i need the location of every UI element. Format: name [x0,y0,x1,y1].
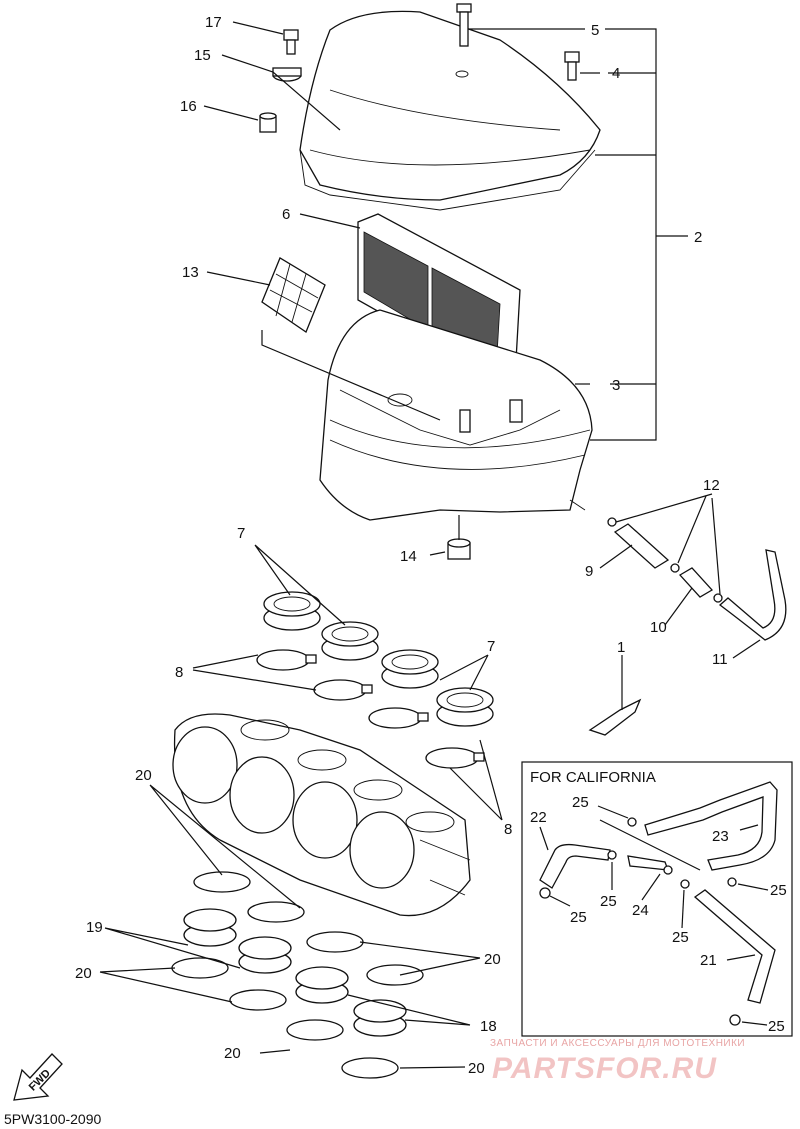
clamp-25-e [727,877,737,887]
callout-7-a: 7 [237,525,245,542]
carburetor-assembly [172,713,471,917]
joint-7-b [321,621,379,661]
california-box: FOR CALIFORNIA 25 22 23 25 25 [521,761,793,1037]
callout-20-b: 20 [75,965,92,982]
screw-4 [564,51,580,81]
callout-20-e: 20 [468,1060,485,1077]
callout-19: 19 [86,919,103,936]
part-13-foam [261,257,326,333]
callout-ca-22: 22 [530,809,547,826]
callout-1: 1 [617,639,625,656]
watermark-brand: PARTSFOR.RU [492,1052,717,1085]
california-box-title: FOR CALIFORNIA [530,769,656,786]
watermark-tagline: ЗАПЧАСТИ И АКСЕССУАРЫ ДЛЯ МОТОТЕХНИКИ [490,1038,745,1049]
clamp-25-b [607,850,617,860]
callout-7-b: 7 [487,638,495,655]
callout-ca-25-e: 25 [672,929,689,946]
callout-17: 17 [205,14,222,31]
fwd-arrow: FWD [13,1053,63,1101]
callout-16: 16 [180,98,197,115]
lower-clamps-20 [171,871,424,1079]
watermark: ЗАПЧАСТИ И АКСЕССУАРЫ ДЛЯ МОТОТЕХНИКИ PA… [490,1038,745,1085]
callout-15: 15 [194,47,211,64]
air-box-case-3 [319,309,593,521]
clamp-25-d [680,879,690,889]
callout-ca-25-f: 25 [768,1018,785,1035]
breather-hose-11 [718,549,787,641]
joint-7-d [436,687,494,727]
callout-ca-21: 21 [700,952,717,969]
carb-joint-19 [183,908,292,974]
callout-10: 10 [650,619,667,636]
callout-5: 5 [591,22,599,39]
callout-8-b: 8 [504,821,512,838]
clamp-25-c [539,887,551,899]
callout-ca-23: 23 [712,828,729,845]
callout-ca-24: 24 [632,902,649,919]
callout-numbers: 17 15 16 5 4 2 6 13 3 12 14 9 10 11 7 7 … [75,14,728,1077]
callout-ca-25-b: 25 [770,882,787,899]
callout-11: 11 [712,651,728,668]
callout-18: 18 [480,1018,497,1035]
clamp-25-a [627,817,637,827]
callout-ca-25-d: 25 [570,909,587,926]
callout-20-a: 20 [135,767,152,784]
diagram-code: 5PW3100-2090 [4,1111,102,1127]
air-box-cover [299,10,601,211]
clamp-25-f [729,1014,741,1026]
callout-13: 13 [182,264,199,281]
callout-14: 14 [400,548,417,565]
screw-17 [283,29,299,55]
callout-ca-25-c: 25 [600,893,617,910]
breather-hose-9 [613,523,670,569]
joint-7-a [263,591,321,631]
grommet-15 [272,67,302,82]
collar-16 [259,112,277,133]
bracket-1 [588,698,642,736]
leader-lines [99,21,761,1069]
callout-20-c: 20 [484,951,501,968]
callout-4: 4 [612,65,620,82]
callout-20-d: 20 [224,1045,241,1062]
carburetor-joint-7 [263,591,494,727]
callout-8-a: 8 [175,664,183,681]
callout-9: 9 [585,563,593,580]
callout-ca-25-a: 25 [572,794,589,811]
clamp-8 [256,649,485,769]
callout-3: 3 [612,377,620,394]
joint-10 [678,567,714,598]
plug-14 [447,538,471,560]
callout-6: 6 [282,206,290,223]
joint-7-c [381,649,439,689]
callout-12: 12 [703,477,720,494]
callout-2: 2 [694,229,702,246]
